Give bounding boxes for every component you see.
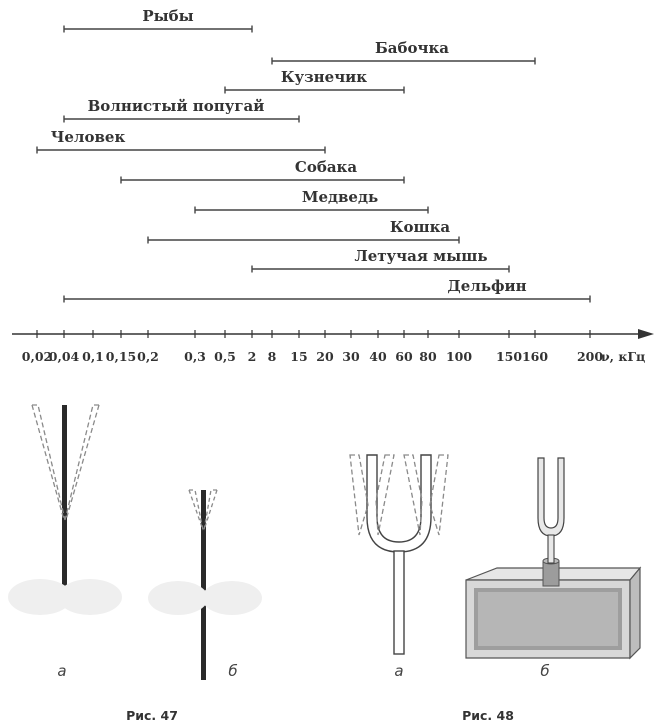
range-label: Человек [51,128,126,146]
axis-unit-label: ν, кГц [601,349,645,364]
range-label: Летучая мышь [354,247,487,265]
axis-tick-label: 0,1 [82,349,104,364]
range-label: Медведь [302,188,378,206]
frequency-axis [12,329,654,339]
axis-tick-label: 60 [395,349,413,364]
axis-tick-label: 0,04 [49,349,80,364]
axis-tick-label: 150 [496,349,522,364]
axis-arrow-icon [638,329,654,339]
fig48-part-b: б [540,662,549,680]
axis-tick-label: 0,15 [106,349,136,364]
range-label: Собака [295,158,358,176]
tuning-fork-a [349,454,449,655]
fig48-caption: Рис. 48 [462,708,514,723]
range-label: Бабочка [375,39,449,57]
range-label: Кошка [390,218,451,236]
axis-tick-label: 0,5 [214,349,236,364]
fig48-part-a: а [394,662,403,680]
range-label: Рыбы [142,7,193,25]
axis-tick-label: 15 [290,349,307,364]
axis-tick-label: 20 [316,349,334,364]
axis-tick-label: 2 [248,349,257,364]
axis-tick-label: 0,2 [137,349,159,364]
tuning-fork-b-on-box [465,457,642,660]
axis-tick-label: 40 [369,349,387,364]
range-label: Дельфин [447,277,526,295]
axis-tick-label: 80 [419,349,437,364]
fig47-part-a: а [57,662,66,680]
axis-tick-label: 200 [577,349,603,364]
axis-tick-label: 8 [268,349,277,364]
fig47-part-b: б [228,662,237,680]
axis-tick-label: 30 [342,349,360,364]
axis-tick-label: 0,02 [22,349,52,364]
figure-47: а б Рис. 47 [8,404,262,723]
rod-a [8,404,122,615]
range-label: Волнистый попугай [88,97,265,115]
rod-b [148,489,262,680]
axis-tick-label: 160 [522,349,548,364]
axis-tick-label: 100 [446,349,472,364]
range-label: Кузнечик [281,68,367,86]
axis-tick-label: 0,3 [184,349,206,364]
figure-48: а б Рис. 48 [349,454,642,723]
fig47-caption: Рис. 47 [126,708,178,723]
